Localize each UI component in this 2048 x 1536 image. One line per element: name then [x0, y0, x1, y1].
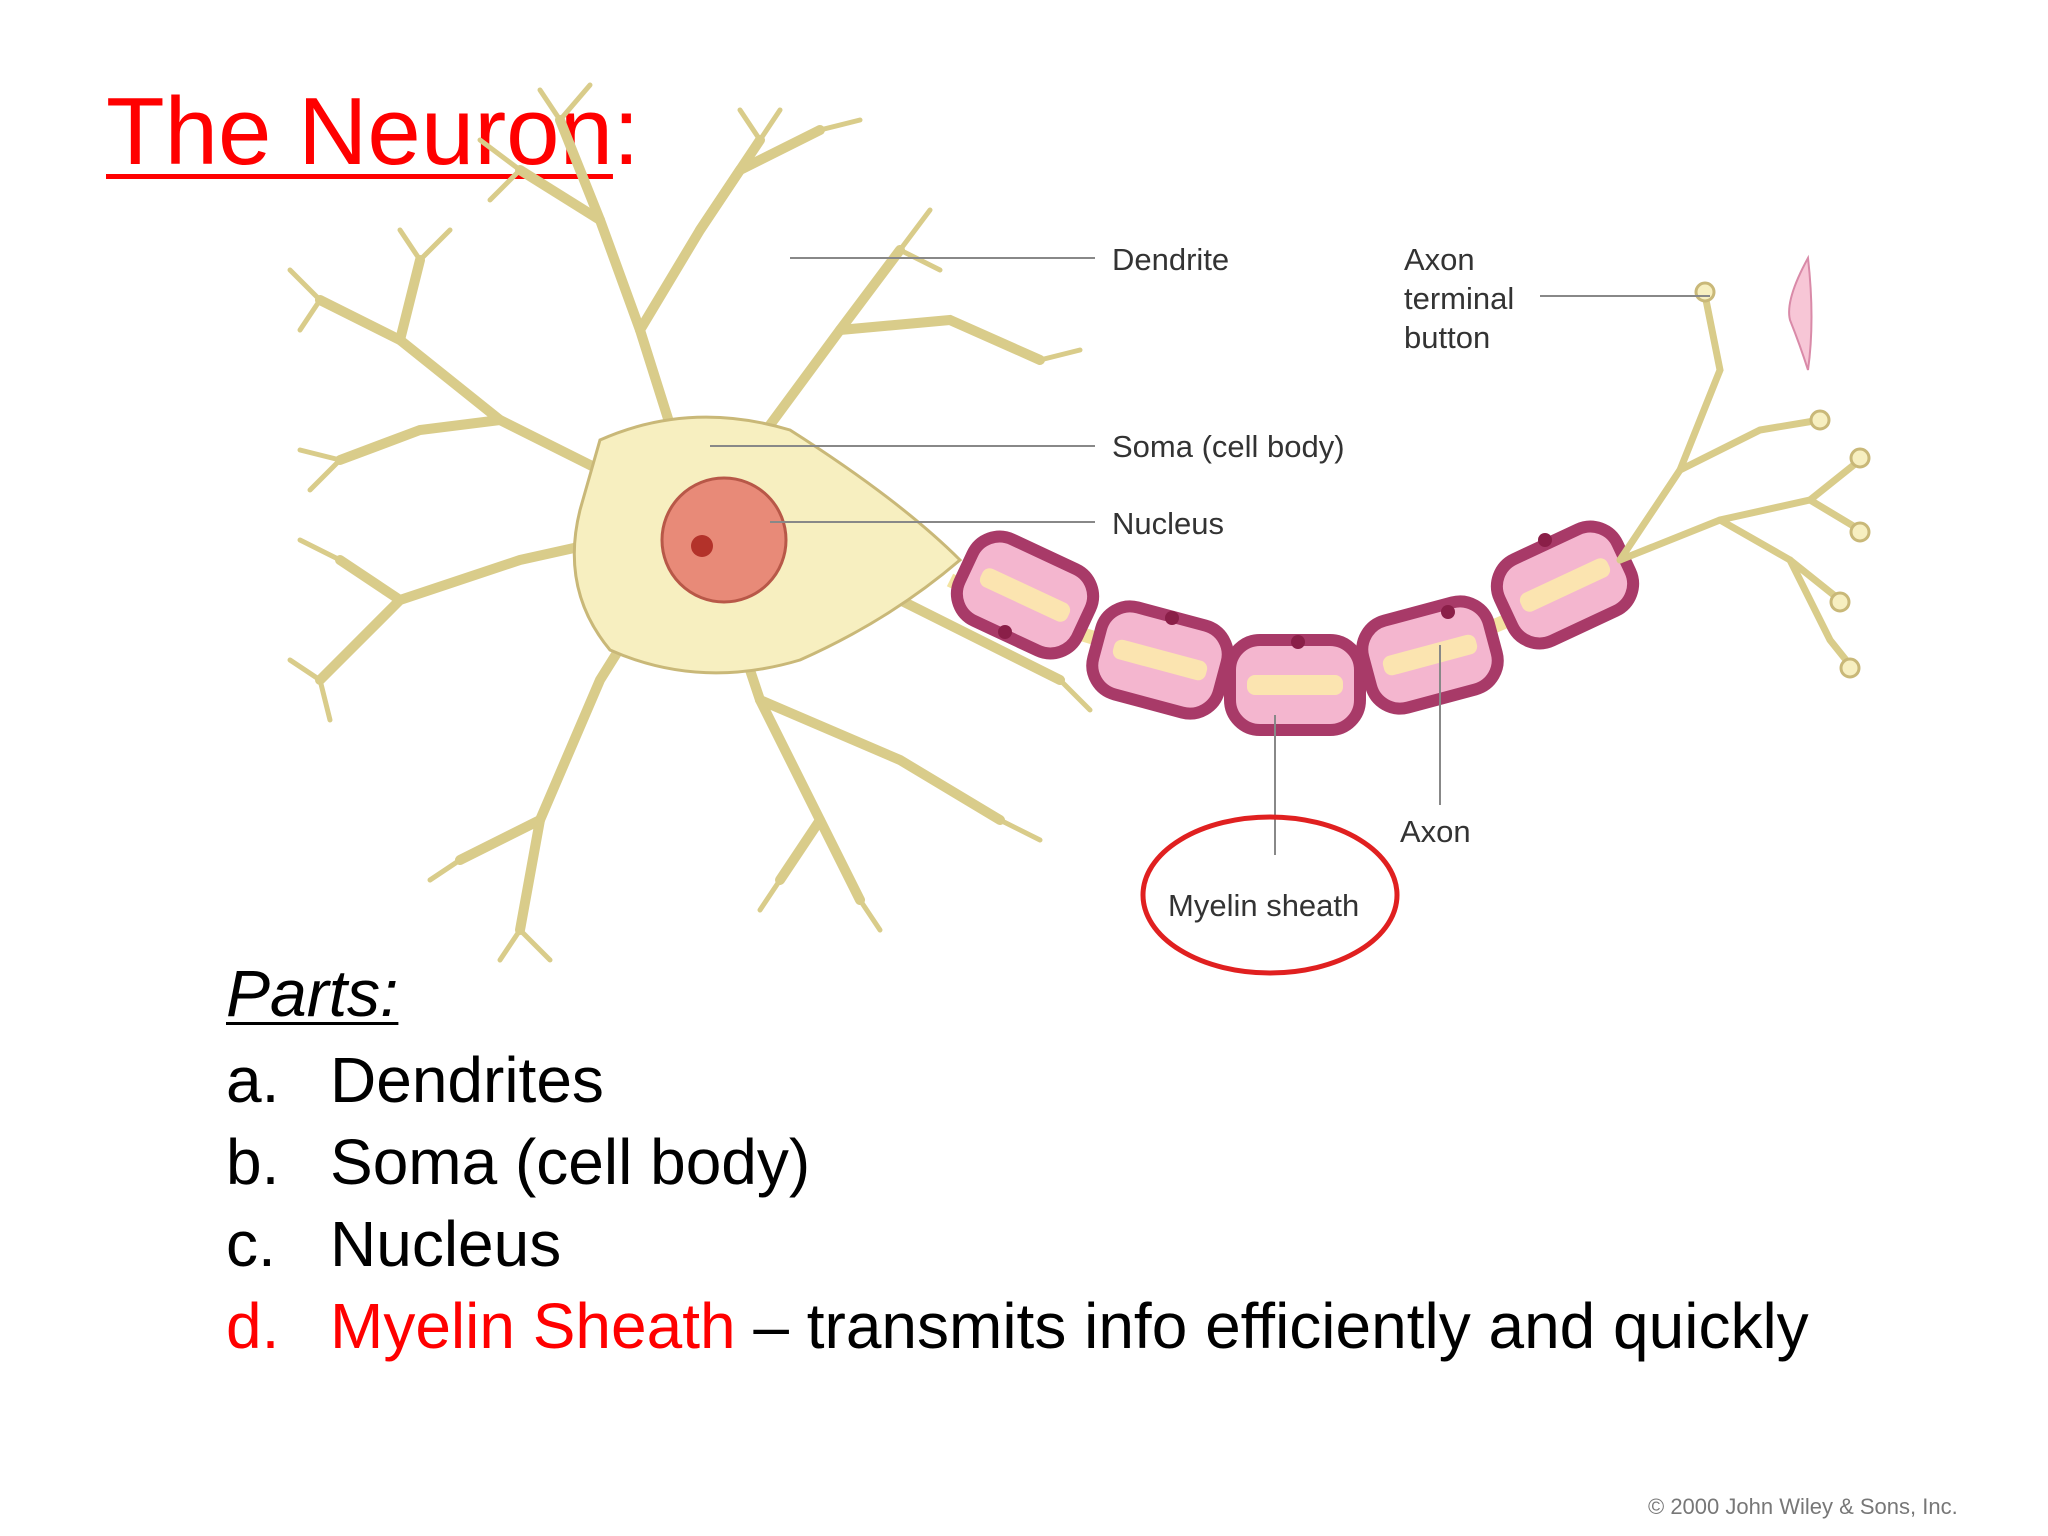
part-item-myelin-sheath: d. Myelin Sheath – transmits info efficie…	[226, 1285, 1809, 1367]
part-letter: b.	[226, 1126, 280, 1198]
leader-lines	[710, 257, 1710, 855]
parts-heading: Parts:	[226, 956, 399, 1030]
part-letter: a.	[226, 1044, 280, 1116]
nucleus	[660, 476, 788, 604]
label-soma: Soma (cell body)	[1112, 429, 1345, 464]
label-axon-terminal-3: button	[1404, 320, 1490, 355]
part-item-soma: b. Soma (cell body)	[226, 1121, 1809, 1203]
myelin-highlight-circle	[1140, 814, 1400, 976]
part-name: Dendrites	[330, 1044, 604, 1116]
part-letter: c.	[226, 1208, 276, 1280]
synapse-target	[1788, 254, 1813, 371]
myelin-segment	[950, 530, 1100, 660]
nucleolus	[691, 535, 713, 557]
title-text: The Neuron	[106, 78, 613, 185]
label-myelin: Myelin sheath	[1168, 888, 1359, 923]
label-nucleus: Nucleus	[1112, 506, 1224, 541]
myelin-segment	[1356, 595, 1504, 715]
part-name: Nucleus	[330, 1208, 562, 1280]
label-axon: Axon	[1400, 814, 1471, 849]
part-name: Soma (cell body)	[330, 1126, 811, 1198]
slide-title: The Neuron:	[106, 84, 640, 180]
copyright-notice: © 2000 John Wiley & Sons, Inc.	[1648, 1494, 1958, 1519]
label-dendrite: Dendrite	[1112, 242, 1229, 277]
part-name: Myelin Sheath	[330, 1290, 736, 1362]
title-colon: :	[612, 78, 640, 185]
label-axon-terminal-2: terminal	[1404, 281, 1514, 316]
parts-list: Parts: a. Dendrites b. Soma (cell body) c.…	[226, 955, 1809, 1367]
part-desc: – transmits info efficiently and quickly	[735, 1290, 1809, 1362]
part-item-nucleus: c. Nucleus	[226, 1203, 1809, 1285]
label-axon-terminal-1: Axon	[1404, 242, 1475, 277]
myelin-segment	[1490, 520, 1640, 650]
myelin-segment	[1224, 634, 1366, 736]
axon-terminals	[1616, 291, 1864, 669]
myelin-segment	[1086, 600, 1234, 720]
part-letter: d.	[226, 1290, 280, 1362]
terminal-buttons	[1694, 281, 1871, 679]
part-item-dendrites: a. Dendrites	[226, 1039, 1809, 1121]
myelin-segments	[950, 520, 1640, 736]
